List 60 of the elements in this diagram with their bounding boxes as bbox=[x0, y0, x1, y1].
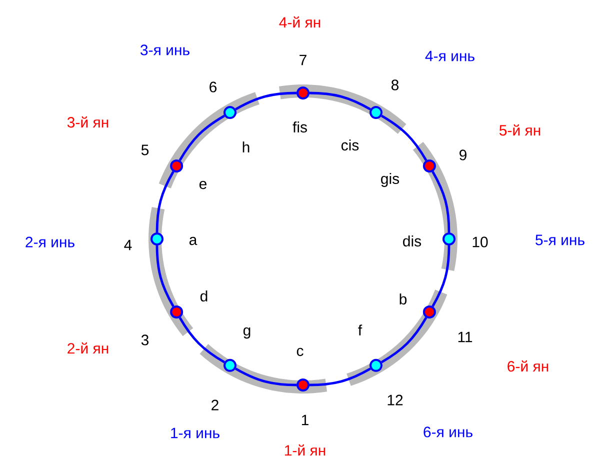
number-label: 5 bbox=[141, 144, 149, 156]
note-label: b bbox=[400, 293, 407, 304]
yin-yang-label: 3-й ян bbox=[67, 116, 108, 128]
note-label: c bbox=[296, 348, 304, 356]
yin-yang-label: 5-я инь bbox=[536, 234, 584, 246]
number-label: 6 bbox=[210, 82, 217, 92]
note-label: h bbox=[242, 142, 250, 152]
yin-yang-label: 3-я инь bbox=[140, 44, 190, 56]
ring-dot bbox=[296, 378, 310, 392]
ring-dot bbox=[170, 306, 184, 318]
note-label: dis bbox=[403, 235, 422, 246]
note-label: gis bbox=[381, 173, 400, 187]
ring-dot bbox=[170, 160, 184, 172]
yin-yang-label: 4-я инь bbox=[425, 50, 474, 62]
yin-yang-label: 1-й ян bbox=[285, 444, 326, 456]
ring-arc bbox=[156, 171, 174, 232]
ring-arc bbox=[235, 92, 297, 110]
ring-arc bbox=[235, 368, 297, 386]
ring-dot bbox=[422, 160, 436, 172]
number-label: 1 bbox=[302, 414, 308, 426]
ring-dot bbox=[370, 106, 382, 120]
yin-yang-label: 1-я инь bbox=[171, 428, 220, 438]
number-label: 10 bbox=[472, 236, 488, 248]
note-label: cis bbox=[341, 140, 359, 150]
note-label: fis bbox=[292, 122, 307, 132]
number-label: 7 bbox=[300, 54, 306, 66]
ring-dot bbox=[224, 358, 236, 372]
ring-arc bbox=[309, 368, 371, 386]
ring-arc bbox=[178, 317, 225, 364]
note-label: f bbox=[358, 324, 362, 336]
note-label: d bbox=[200, 290, 208, 302]
ring-arc bbox=[381, 317, 428, 364]
number-label: 12 bbox=[388, 394, 403, 406]
ring-arc bbox=[432, 245, 450, 307]
note-label: a bbox=[189, 236, 198, 246]
note-label: e bbox=[199, 180, 206, 190]
ring-dot bbox=[370, 358, 382, 372]
ring-arc bbox=[178, 114, 225, 161]
note-label: g bbox=[243, 327, 250, 339]
ring-dot bbox=[150, 232, 164, 246]
yin-yang-label: 2-я инь bbox=[26, 236, 74, 248]
number-label: 2 bbox=[212, 400, 218, 410]
number-label: 11 bbox=[458, 332, 472, 342]
ring-arc bbox=[432, 171, 450, 233]
number-label: 8 bbox=[392, 80, 399, 90]
ring-dot bbox=[422, 306, 436, 318]
number-label: 3 bbox=[141, 334, 149, 346]
ring-dot bbox=[296, 86, 310, 100]
yin-yang-label: 4-й ян bbox=[279, 16, 320, 28]
ring-arc bbox=[381, 114, 428, 161]
ring-dot bbox=[224, 106, 236, 120]
yin-yang-label: 5-й ян bbox=[499, 124, 540, 136]
yin-yang-label: 6-я инь bbox=[424, 426, 472, 438]
ring-arc bbox=[309, 92, 371, 110]
ring-dot bbox=[442, 232, 456, 246]
number-label: 4 bbox=[124, 240, 132, 250]
number-label: 9 bbox=[460, 150, 466, 160]
yin-yang-label: 2-й ян bbox=[68, 342, 108, 354]
ring-arc bbox=[156, 245, 174, 307]
yin-yang-label: 6-й ян bbox=[508, 360, 548, 372]
